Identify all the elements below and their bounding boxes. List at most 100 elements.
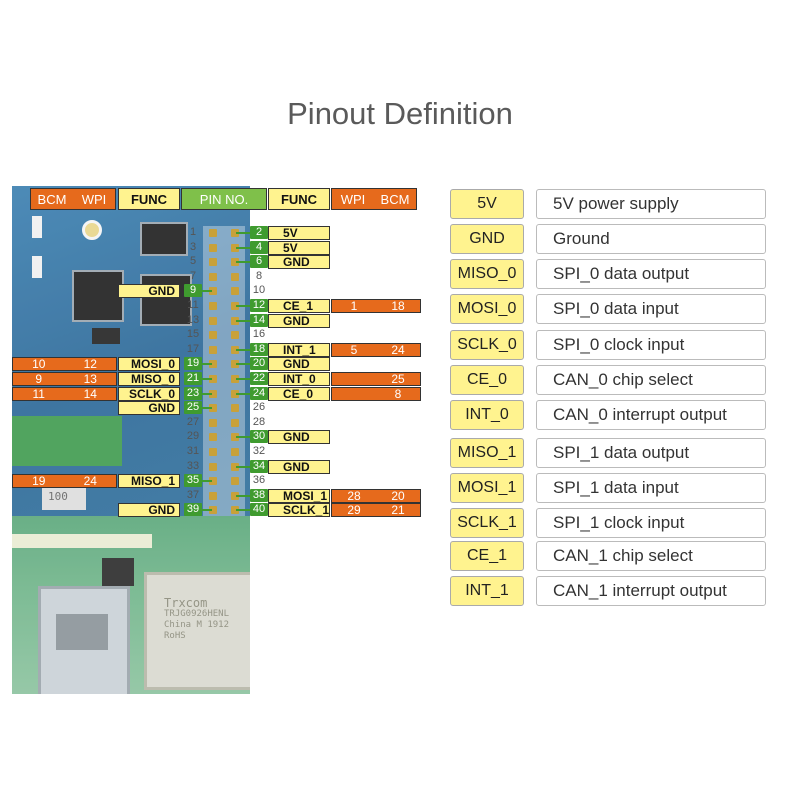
legend-description: CAN_1 interrupt output: [536, 576, 766, 606]
pin-connector-line: [200, 363, 212, 366]
pin-pad: [209, 418, 217, 427]
pin-number: 14: [250, 313, 268, 327]
header-pin: [231, 404, 239, 413]
ethernet-label: Trxcom TRJG0926HENL China M 1912 RoHS: [164, 596, 230, 642]
mount-hole: [82, 220, 102, 240]
pin-number-label: 8: [331, 386, 421, 401]
header-pin: [231, 258, 239, 267]
pin-pad: [231, 302, 239, 310]
pin-number: 30: [250, 430, 268, 444]
pin-pad: [231, 389, 239, 398]
pcb-region: [12, 416, 122, 466]
pin-number: 20: [250, 357, 268, 371]
header-pin: [231, 433, 239, 442]
bcm-number: 24: [391, 342, 405, 357]
pin-number: 7: [189, 269, 197, 282]
bcm-number: 11: [32, 386, 45, 401]
pin-number: 10: [252, 284, 266, 297]
header-pin: [209, 272, 217, 281]
ethernet-label-line: TRJG0926HENL: [164, 609, 230, 619]
pin-function-label: INT_0: [268, 372, 330, 386]
header-pin: [231, 477, 239, 486]
pin-pad: [209, 462, 217, 471]
pin-number: 22: [250, 372, 268, 385]
pin-number-label: 1 18: [331, 299, 421, 313]
bcm-number: 21: [391, 503, 405, 518]
pin-pad: [231, 229, 239, 237]
header-pin: [209, 258, 217, 267]
pin-pad: [209, 243, 217, 252]
pin-connector-line: [236, 509, 250, 512]
pin-connector-line: [236, 363, 250, 366]
pin-function-label: INT_1: [268, 342, 330, 357]
header-pin: [231, 316, 239, 325]
bcm-number: 8: [394, 386, 402, 401]
header-pin: [209, 375, 217, 383]
pin-connector-line: [236, 494, 250, 497]
pin-pad: [231, 477, 239, 486]
pin-number: 13: [186, 313, 200, 326]
ethernet-label-line: Trxcom: [164, 596, 208, 610]
header-pin: [209, 345, 217, 354]
legend-code: GND: [450, 224, 524, 254]
wpi-number: 1: [350, 299, 358, 313]
pin-header: [203, 226, 245, 516]
pin-connector-line: [236, 436, 250, 439]
header-pin: [209, 506, 217, 515]
pin-function-label: GND: [268, 459, 330, 474]
ethernet-label-line: RoHS: [164, 631, 186, 641]
pin-number: 9: [184, 284, 202, 298]
wpi-number: 24: [83, 474, 97, 489]
pin-function-label: GND: [268, 357, 330, 372]
pin-number: 21: [184, 372, 202, 385]
legend-description: SPI_1 data output: [536, 438, 766, 468]
header-pin: [231, 491, 239, 500]
pin-function-label: MISO_1: [118, 474, 180, 489]
pin-connector-line: [236, 261, 250, 264]
legend-code: SCLK_0: [450, 330, 524, 360]
pin-pad: [231, 331, 239, 340]
connector: [102, 558, 134, 586]
pin-pad: [231, 360, 239, 369]
pin-number: 24: [250, 386, 268, 400]
pin-number: 16: [252, 328, 266, 341]
pin-connector-line: [200, 290, 212, 293]
pin-number: 27: [186, 415, 200, 428]
legend-description: Ground: [536, 224, 766, 254]
legend-description: CAN_0 interrupt output: [536, 400, 766, 430]
pin-number: 2: [250, 226, 268, 239]
pin-function-label: MISO_0: [118, 372, 180, 386]
pin-pad: [209, 302, 217, 310]
pin-connector-line: [236, 305, 250, 307]
pin-pad: [231, 258, 239, 267]
header-pin: [231, 272, 239, 281]
legend-code: 5V: [450, 189, 524, 219]
pin-connector-line: [236, 465, 250, 468]
ic-chip: [72, 270, 124, 322]
pin-function-label: GND: [268, 255, 330, 270]
pin-number: 19: [184, 357, 202, 371]
pin-number: 12: [250, 299, 268, 312]
wpi-number: 12: [83, 357, 97, 372]
header-pin-no: PIN NO.: [181, 188, 267, 210]
pin-number: 6: [250, 255, 268, 269]
pin-connector-line: [200, 509, 212, 512]
pin-pad: [231, 491, 239, 500]
pin-pad: [209, 375, 217, 383]
header-pin: [231, 462, 239, 471]
component: [32, 256, 42, 278]
pin-connector-line: [236, 246, 250, 249]
pin-number: 23: [184, 386, 202, 400]
header-pin: [209, 462, 217, 471]
pin-pad: [209, 272, 217, 281]
bcm-number: 18: [391, 299, 405, 313]
legend-code: MISO_1: [450, 438, 524, 468]
pin-connector-line: [236, 232, 250, 234]
pin-pad: [209, 433, 217, 442]
legend-code: INT_1: [450, 576, 524, 606]
page-title: Pinout Definition: [287, 96, 513, 131]
legend-code: SCLK_1: [450, 508, 524, 538]
